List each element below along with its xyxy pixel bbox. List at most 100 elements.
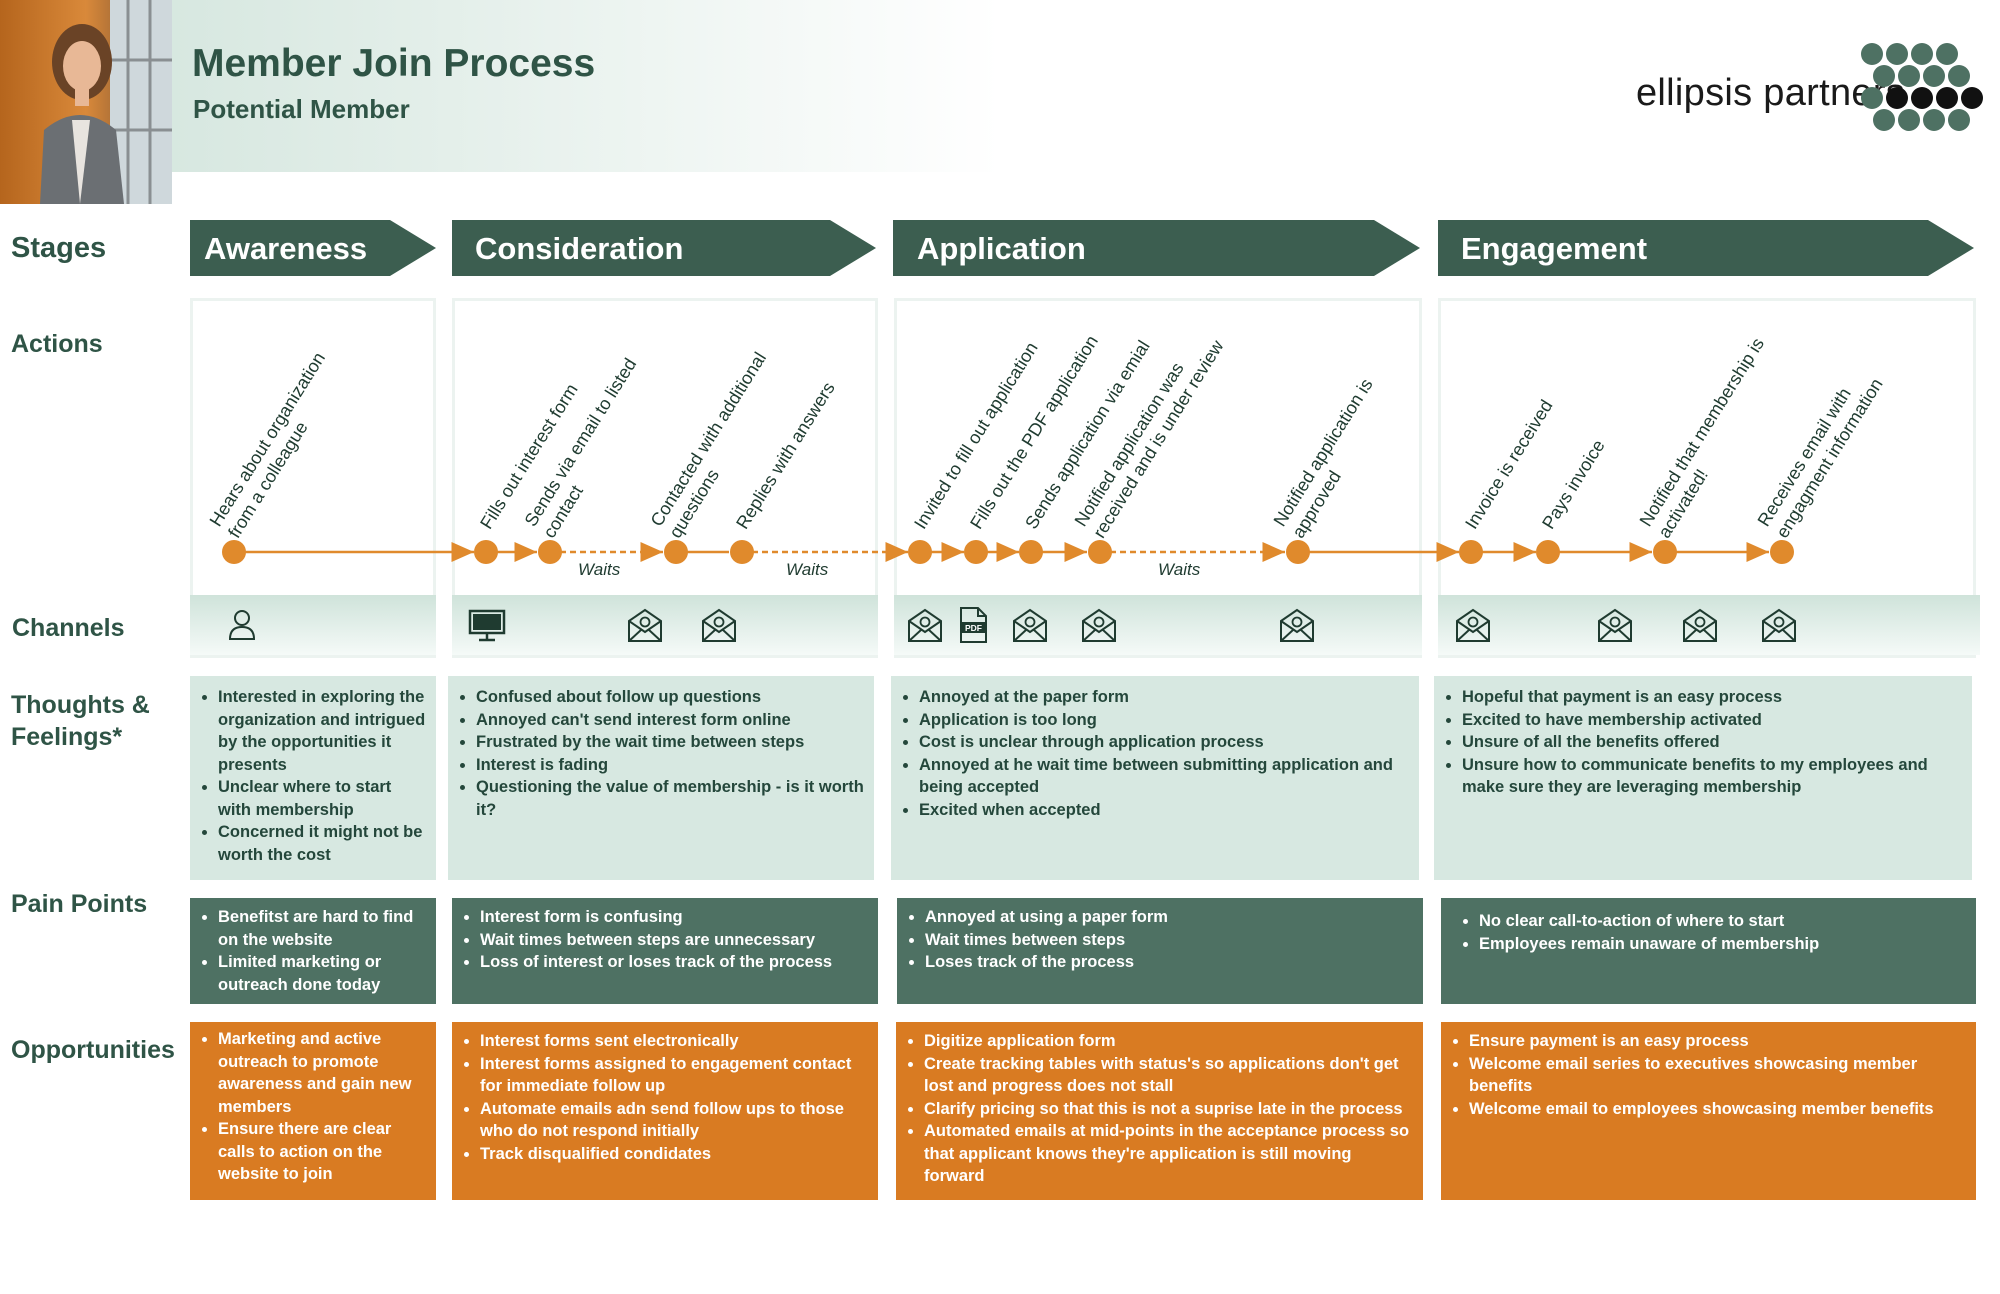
action-node xyxy=(1088,540,1112,564)
action-node xyxy=(730,540,754,564)
row-label-pain-points: Pain Points xyxy=(11,890,148,918)
action-node xyxy=(538,540,562,564)
bullet-item: Hopeful that payment is an easy process xyxy=(1462,686,1962,709)
bullet-item: Welcome email to employees showcasing me… xyxy=(1469,1098,1966,1121)
bullet-item: Excited to have membership activated xyxy=(1462,709,1962,732)
bullet-item: Annoyed at using a paper form xyxy=(925,906,1413,929)
email-envelope-icon xyxy=(1762,608,1796,642)
pain-points-box-application: Annoyed at using a paper formWait times … xyxy=(897,898,1423,1004)
computer-monitor-icon xyxy=(468,609,506,642)
bullet-item: Annoyed at the paper form xyxy=(919,686,1409,709)
bullet-item: Application is too long xyxy=(919,709,1409,732)
thoughts-box-consideration: Confused about follow up questionsAnnoye… xyxy=(448,676,874,880)
page-title: Member Join Process xyxy=(192,42,596,85)
stage-label-engagement: Engagement xyxy=(1461,231,1648,266)
bullet-item: Welcome email series to executives showc… xyxy=(1469,1053,1966,1098)
company-logo-text: ellipsis partners xyxy=(1636,72,1906,114)
bullet-item: Automated emails at mid-points in the ac… xyxy=(924,1120,1413,1188)
pain-points-box-consideration: Interest form is confusingWait times bet… xyxy=(452,898,878,1004)
opportunities-box-consideration: Interest forms sent electronicallyIntere… xyxy=(452,1022,878,1200)
bullet-item: Annoyed can't send interest form online xyxy=(476,709,864,732)
email-envelope-icon xyxy=(1082,608,1116,642)
bullet-item: Interest form is confusing xyxy=(480,906,868,929)
wait-label: Waits xyxy=(786,560,829,579)
bullet-item: Questioning the value of membership - is… xyxy=(476,776,864,821)
pain-points-box-engagement: No clear call-to-action of where to star… xyxy=(1441,898,1976,1004)
action-node xyxy=(964,540,988,564)
stage-arrows xyxy=(190,220,1974,276)
bullet-item: No clear call-to-action of where to star… xyxy=(1479,910,1966,933)
opportunities-box-engagement: Ensure payment is an easy processWelcome… xyxy=(1441,1022,1976,1200)
bullet-item: Annoyed at he wait time between submitti… xyxy=(919,754,1409,799)
bullet-item: Unclear where to start with membership xyxy=(218,776,426,821)
bullet-item: Interest forms assigned to engagement co… xyxy=(480,1053,868,1098)
action-node xyxy=(664,540,688,564)
bullet-item: Ensure payment is an easy process xyxy=(1469,1030,1966,1053)
stage-label-consideration: Consideration xyxy=(475,231,684,266)
thoughts-box-engagement: Hopeful that payment is an easy processE… xyxy=(1434,676,1972,880)
stage-label-awareness: Awareness xyxy=(204,231,368,266)
action-node xyxy=(1653,540,1677,564)
stage-arrow-application xyxy=(893,220,1420,276)
action-node xyxy=(1459,540,1483,564)
action-node xyxy=(908,540,932,564)
action-node xyxy=(474,540,498,564)
bullet-item: Create tracking tables with status's so … xyxy=(924,1053,1413,1098)
row-label-opportunities: Opportunities xyxy=(11,1036,175,1064)
action-node xyxy=(1536,540,1560,564)
journey-timeline xyxy=(222,540,1794,564)
email-envelope-icon xyxy=(628,608,662,642)
bullet-item: Benefitst are hard to find on the websit… xyxy=(218,906,426,951)
email-envelope-icon xyxy=(1280,608,1314,642)
bullet-item: Limited marketing or outreach done today xyxy=(218,951,426,996)
bullet-item: Ensure there are clear calls to action o… xyxy=(218,1118,426,1186)
row-label-channels: Channels xyxy=(12,614,125,642)
action-node xyxy=(1286,540,1310,564)
thoughts-box-awareness: Interested in exploring the organization… xyxy=(190,676,436,880)
row-label-actions: Actions xyxy=(11,330,103,358)
action-node xyxy=(1019,540,1043,564)
bullet-item: Unsure how to communicate benefits to my… xyxy=(1462,754,1962,799)
action-node xyxy=(222,540,246,564)
bullet-item: Wait times between steps xyxy=(925,929,1413,952)
bullet-item: Digitize application form xyxy=(924,1030,1413,1053)
persona-subtitle: Potential Member xyxy=(193,94,410,124)
email-envelope-icon xyxy=(1683,608,1717,642)
bullet-item: Loses track of the process xyxy=(925,951,1413,974)
stage-arrow-consideration xyxy=(452,220,876,276)
email-envelope-icon xyxy=(1456,608,1490,642)
channels-band-consideration xyxy=(452,595,878,655)
bullet-item: Cost is unclear through application proc… xyxy=(919,731,1409,754)
action-node xyxy=(1770,540,1794,564)
pdf-document-icon: PDF xyxy=(960,607,987,643)
row-label-stages: Stages xyxy=(11,232,107,264)
bullet-item: Automate emails adn send follow ups to t… xyxy=(480,1098,868,1143)
bullet-item: Excited when accepted xyxy=(919,799,1409,822)
bullet-item: Concerned it might not be worth the cost xyxy=(218,821,426,866)
opportunities-box-application: Digitize application formCreate tracking… xyxy=(896,1022,1423,1200)
wait-label: Waits xyxy=(1158,560,1201,579)
channels-band-awareness xyxy=(190,595,436,655)
persona-photo xyxy=(0,0,172,204)
wait-label: Waits xyxy=(578,560,621,579)
bullet-item: Frustrated by the wait time between step… xyxy=(476,731,864,754)
bullet-item: Unsure of all the benefits offered xyxy=(1462,731,1962,754)
opportunities-box-awareness: Marketing and active outreach to promote… xyxy=(190,1022,436,1200)
bullet-item: Loss of interest or loses track of the p… xyxy=(480,951,868,974)
row-label-thoughts: Thoughts & Feelings* xyxy=(11,691,150,751)
svg-text:PDF: PDF xyxy=(965,623,982,633)
email-envelope-icon xyxy=(908,608,942,642)
stage-arrow-awareness xyxy=(190,220,436,276)
person-icon xyxy=(228,610,256,640)
bullet-item: Confused about follow up questions xyxy=(476,686,864,709)
email-envelope-icon xyxy=(1598,608,1632,642)
bullet-item: Track disqualified condidates xyxy=(480,1143,868,1166)
stage-label-application: Application xyxy=(917,231,1086,266)
email-envelope-icon xyxy=(1013,608,1047,642)
pain-points-box-awareness: Benefitst are hard to find on the websit… xyxy=(190,898,436,1004)
email-envelope-icon xyxy=(702,608,736,642)
bullet-item: Wait times between steps are unnecessary xyxy=(480,929,868,952)
bullet-item: Employees remain unaware of membership xyxy=(1479,933,1966,956)
bullet-item: Interest is fading xyxy=(476,754,864,777)
bullet-item: Interested in exploring the organization… xyxy=(218,686,426,776)
